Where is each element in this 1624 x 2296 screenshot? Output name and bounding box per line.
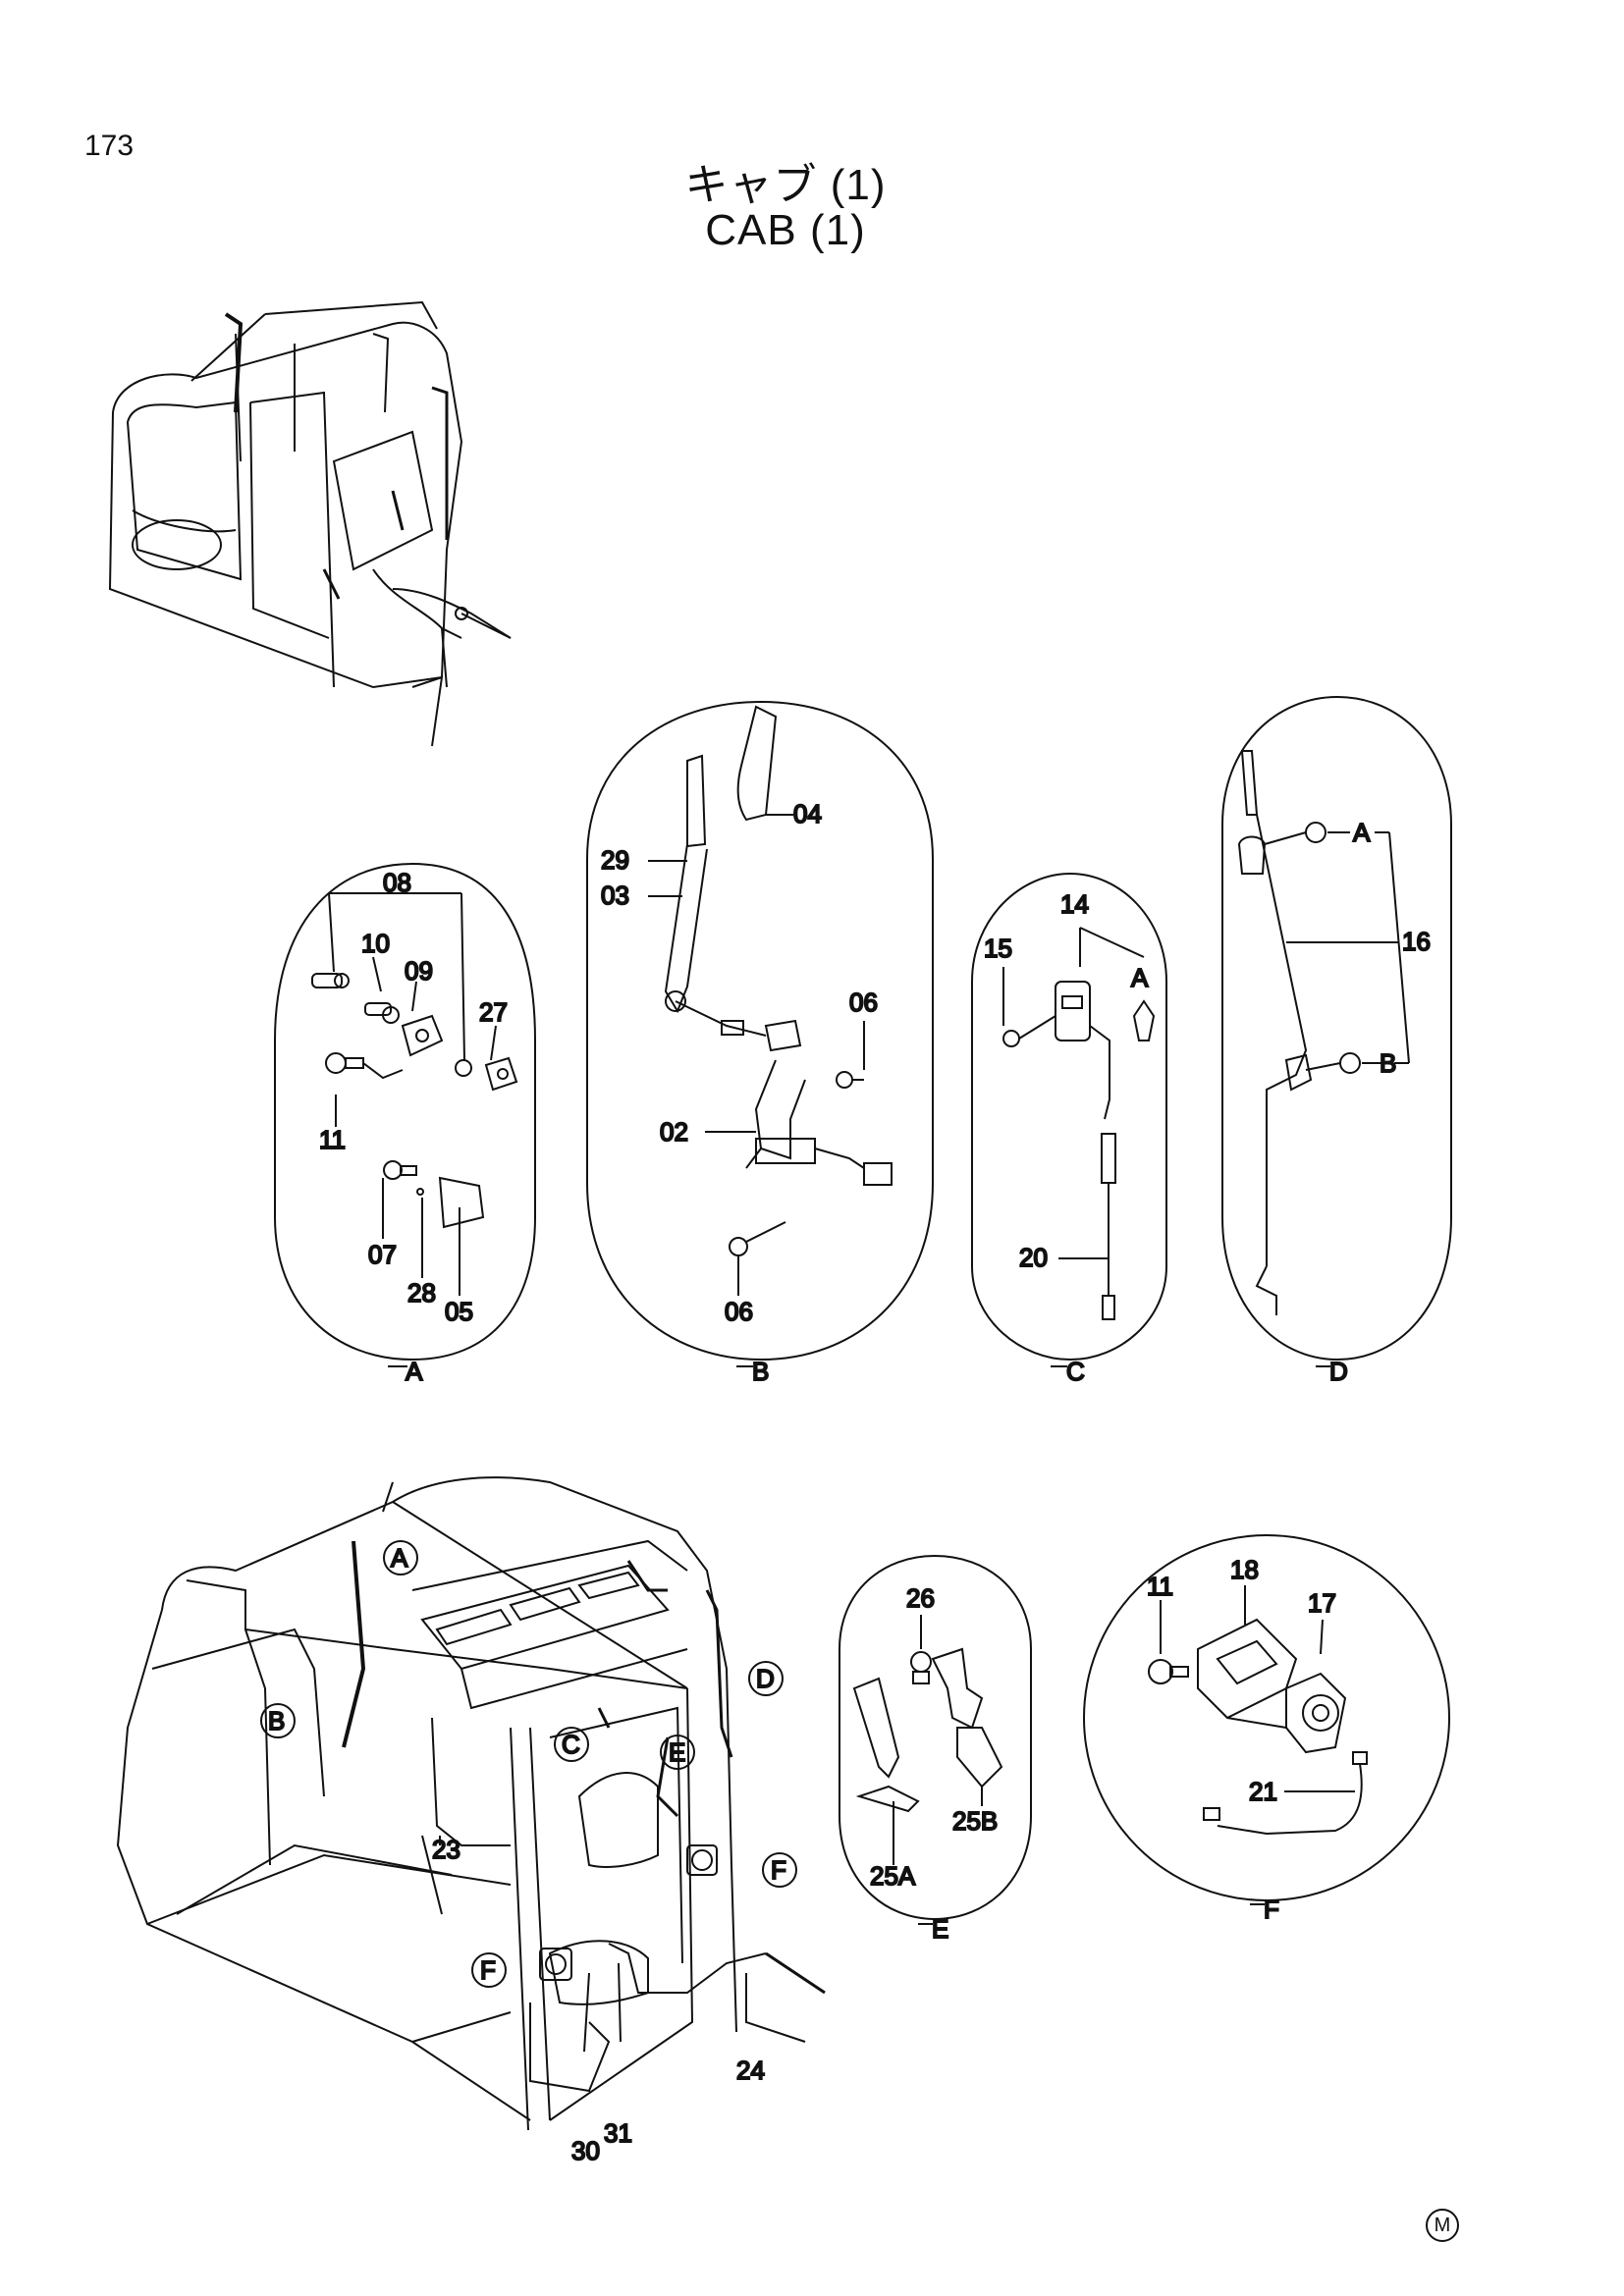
label-main-4: 31 — [604, 2118, 632, 2148]
small-cab-drawing — [108, 300, 512, 747]
detail-label-d: D — [1329, 1357, 1348, 1386]
label-f-4: 21 — [1249, 1777, 1277, 1806]
detail-f: 11 18 17 21 F — [1083, 1534, 1450, 1925]
label-main-2: 24 — [736, 2056, 765, 2085]
title-english: CAB (1) — [705, 206, 866, 254]
label-a-3: 09 — [405, 956, 433, 986]
label-f-1: 11 — [1147, 1572, 1173, 1601]
label-b-1: 04 — [793, 799, 822, 828]
label-b-2: 29 — [601, 845, 629, 875]
label-a-2: 10 — [361, 929, 390, 958]
ref-e: E — [669, 1737, 685, 1767]
label-b-4: 06 — [849, 988, 878, 1017]
detail-d: A 16 B D — [1221, 695, 1452, 1387]
detail-a-outline — [274, 862, 536, 1362]
label-b-6: 06 — [725, 1297, 753, 1326]
label-d-3: B — [1380, 1048, 1396, 1078]
ref-f-right: F — [771, 1855, 786, 1885]
label-a-8: 05 — [445, 1297, 473, 1326]
label-a-7: 28 — [407, 1278, 436, 1308]
page-number: 173 — [84, 130, 135, 162]
label-b-5: 02 — [660, 1117, 688, 1147]
label-b-3: 03 — [601, 881, 629, 910]
label-main-1: 23 — [432, 1835, 460, 1864]
ref-a: A — [391, 1543, 408, 1573]
detail-label-b: B — [752, 1357, 769, 1386]
detail-b: 04 29 03 06 02 06 B — [586, 700, 934, 1387]
detail-c-outline — [971, 872, 1167, 1362]
label-f-2: 18 — [1230, 1555, 1259, 1584]
detail-f-outline — [1083, 1534, 1450, 1901]
label-f-3: 17 — [1308, 1588, 1336, 1618]
label-c-4: 20 — [1019, 1243, 1048, 1272]
manual-mark: M — [1426, 2209, 1459, 2242]
label-d-1: A — [1353, 818, 1371, 847]
detail-e: 26 25B 25A E — [839, 1554, 1032, 1945]
label-e-3: 25A — [870, 1861, 916, 1891]
label-d-2: 16 — [1402, 927, 1431, 956]
label-a-6: 07 — [368, 1240, 397, 1269]
detail-e-outline — [839, 1554, 1032, 1921]
detail-label-c: C — [1066, 1357, 1085, 1386]
large-cab-drawing: A B C D E F F 23 24 30 31 — [116, 1476, 826, 2166]
detail-a: 08 10 09 27 11 07 28 05 A — [274, 862, 536, 1387]
detail-c: 14 15 A 20 C — [971, 872, 1167, 1387]
detail-label-e: E — [932, 1914, 948, 1944]
detail-label-f: F — [1264, 1895, 1279, 1924]
label-c-2: 15 — [984, 934, 1012, 963]
label-e-1: 26 — [906, 1583, 935, 1613]
label-a-5: 11 — [319, 1125, 346, 1154]
label-c-3: A — [1131, 963, 1149, 992]
detail-b-outline — [586, 700, 934, 1362]
ref-c: C — [562, 1730, 580, 1759]
label-e-2: 25B — [952, 1806, 998, 1836]
label-main-3: 30 — [571, 2136, 600, 2165]
label-c-1: 14 — [1060, 889, 1089, 919]
detail-label-a: A — [406, 1357, 423, 1386]
ref-f-left: F — [480, 1955, 496, 1985]
detail-d-outline — [1221, 695, 1452, 1362]
label-a-1: 08 — [383, 868, 411, 897]
ref-d: D — [756, 1664, 775, 1693]
label-a-4: 27 — [479, 997, 508, 1027]
ref-b: B — [268, 1706, 285, 1735]
title-japanese: キャブ (1) — [684, 161, 887, 209]
